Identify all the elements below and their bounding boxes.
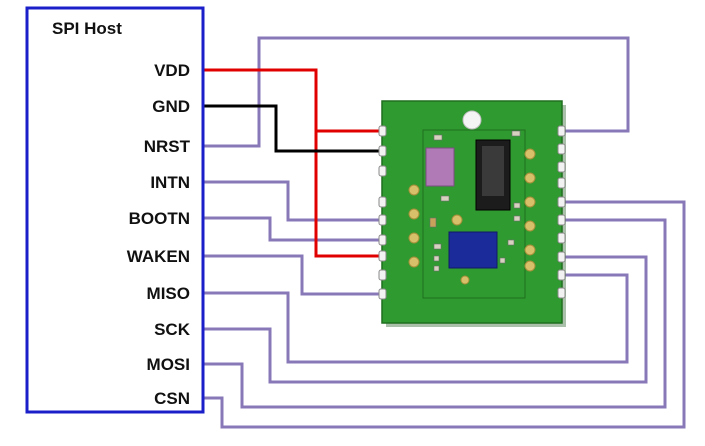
module-pin-label-ps1: PS1 bbox=[330, 242, 352, 254]
pad bbox=[557, 125, 566, 137]
smd-part bbox=[513, 202, 521, 209]
pad bbox=[557, 214, 566, 226]
module-pin-label-miso: MISO bbox=[571, 261, 601, 273]
host-pin-sck: SCK bbox=[154, 320, 191, 339]
smd-part bbox=[433, 255, 440, 262]
host-pin-bootn: BOOTN bbox=[129, 209, 190, 228]
pad bbox=[378, 288, 387, 300]
pad bbox=[378, 234, 387, 246]
smd-part bbox=[433, 243, 442, 250]
spi-host: SPI Host VDD GND NRST INTN BOOTN WAKEN M… bbox=[25, 6, 205, 414]
module-pin-label-waken: WAKEN bbox=[320, 280, 362, 292]
pad bbox=[378, 165, 387, 177]
spi-host-title: SPI Host bbox=[52, 19, 122, 38]
smd-part bbox=[507, 239, 515, 246]
smd-part bbox=[499, 257, 506, 264]
test-point bbox=[524, 172, 536, 184]
wire-gnd bbox=[203, 104, 384, 153]
host-pin-vdd: VDD bbox=[154, 61, 190, 80]
pad bbox=[378, 196, 387, 208]
module-left-pads bbox=[378, 125, 387, 300]
sensor-module: INTN BOOTN PS1 WAKEN NRST CSN MOSI SCK M… bbox=[320, 100, 602, 327]
wire-waken bbox=[203, 254, 384, 296]
pad bbox=[378, 269, 387, 281]
pad bbox=[557, 269, 566, 281]
module-pin-label-bootn: BOOTN bbox=[320, 226, 362, 238]
smd-part bbox=[433, 134, 443, 141]
pad bbox=[557, 251, 566, 263]
module-pin-label-nrst: NRST bbox=[570, 117, 602, 129]
pad bbox=[557, 232, 566, 244]
host-pin-waken: WAKEN bbox=[127, 247, 190, 266]
wire-intn bbox=[203, 180, 384, 222]
pad bbox=[378, 145, 387, 157]
host-pin-gnd: GND bbox=[152, 97, 190, 116]
wire-nrst bbox=[203, 36, 630, 148]
test-point bbox=[451, 214, 463, 226]
module-pin-label-csn: CSN bbox=[571, 188, 596, 200]
host-pin-miso: MISO bbox=[147, 284, 190, 303]
wire-csn bbox=[203, 200, 686, 429]
smd-components bbox=[429, 130, 521, 272]
test-point bbox=[408, 208, 420, 220]
module-pin-label-intn: INTN bbox=[323, 207, 351, 219]
pad bbox=[378, 214, 387, 226]
smd-part bbox=[511, 130, 521, 137]
host-pin-intn: INTN bbox=[150, 173, 190, 192]
host-pin-csn: CSN bbox=[154, 389, 190, 408]
purple-chip bbox=[425, 147, 455, 187]
pad bbox=[557, 287, 566, 299]
wire-miso bbox=[203, 273, 629, 364]
module-pin-label-mosi: MOSI bbox=[571, 207, 601, 219]
wire-bootn bbox=[203, 216, 384, 242]
smd-part bbox=[440, 195, 450, 202]
host-pin-nrst: NRST bbox=[144, 137, 191, 156]
test-point bbox=[524, 244, 536, 256]
test-point bbox=[524, 148, 536, 160]
wire-vdd bbox=[203, 68, 384, 258]
test-point bbox=[524, 260, 536, 272]
pad bbox=[557, 143, 566, 155]
spi-host-border bbox=[25, 6, 205, 414]
module-inner-outline bbox=[422, 129, 526, 299]
black-sensor-top bbox=[482, 146, 504, 196]
mounting-hole bbox=[462, 110, 482, 130]
test-point bbox=[408, 184, 420, 196]
test-points bbox=[408, 148, 536, 285]
pad bbox=[557, 161, 566, 173]
smd-part bbox=[433, 265, 440, 272]
pad bbox=[378, 250, 387, 262]
module-pin-label-sck: SCK bbox=[571, 243, 595, 255]
pad bbox=[557, 196, 566, 208]
smd-part bbox=[513, 215, 521, 222]
test-point bbox=[408, 256, 420, 268]
module-right-pads bbox=[557, 125, 566, 299]
smd-part bbox=[429, 217, 437, 228]
pad bbox=[557, 177, 566, 189]
wire-mosi bbox=[203, 218, 667, 409]
pad bbox=[378, 125, 387, 137]
test-point bbox=[408, 232, 420, 244]
host-pin-mosi: MOSI bbox=[147, 355, 190, 374]
blue-ic bbox=[448, 231, 498, 269]
test-point bbox=[524, 220, 536, 232]
test-point bbox=[524, 196, 536, 208]
wire-sck bbox=[203, 255, 648, 384]
test-point bbox=[460, 275, 470, 285]
